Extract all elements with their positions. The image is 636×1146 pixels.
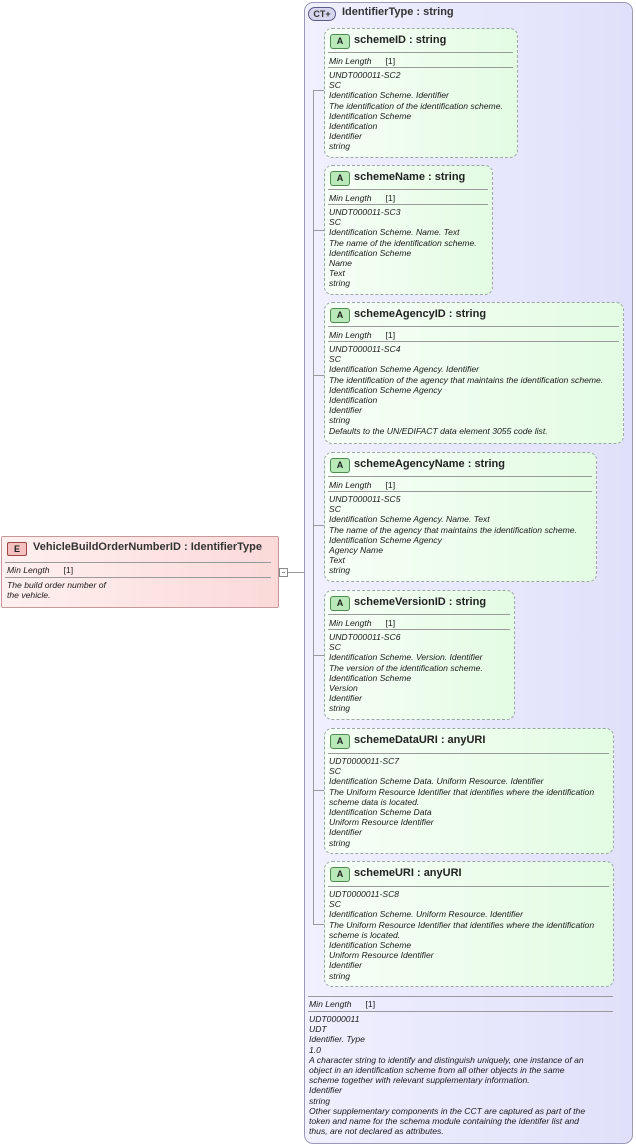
attribute-title: schemeVersionID : string — [354, 596, 487, 608]
expand-plus-icon[interactable]: + — [325, 9, 331, 19]
tree-connector-branch — [313, 90, 325, 91]
facet-cardinality: [1] — [365, 999, 376, 1009]
facet-row: Min Length [1] — [329, 480, 395, 490]
tree-connector-vertical — [313, 90, 314, 924]
attribute-documentation: UNDT000011-SC6 SC Identification Scheme.… — [329, 632, 483, 714]
facet-cardinality: [1] — [63, 565, 74, 575]
element-badge: E — [7, 542, 27, 556]
element-documentation: The build order number of the vehicle. — [7, 580, 106, 601]
attribute-box-scheme-agency-name: A schemeAgencyName : string Min Length [1… — [324, 452, 597, 582]
attribute-box-scheme-name: A schemeName : string Min Length [1] UNDT… — [324, 165, 493, 295]
facet-label: Min Length — [329, 480, 372, 490]
divider — [5, 577, 271, 578]
divider — [308, 996, 613, 997]
facet-row: Min Length [1] — [329, 618, 395, 628]
facet-cardinality: [1] — [385, 193, 396, 203]
facet-cardinality: [1] — [385, 480, 396, 490]
facet-label: Min Length — [329, 56, 372, 66]
divider — [328, 189, 488, 190]
divider — [328, 886, 609, 887]
divider — [328, 614, 510, 615]
attribute-box-scheme-data-uri: A schemeDataURI : anyURI UDT0000011-SC7 … — [324, 728, 614, 854]
divider — [328, 629, 510, 630]
complex-type-facet-row: Min Length [1] — [309, 999, 375, 1009]
facet-cardinality: [1] — [385, 56, 396, 66]
attribute-documentation: UNDT000011-SC2 SC Identification Scheme.… — [329, 70, 503, 152]
facet-row: Min Length [1] — [329, 56, 395, 66]
attribute-title: schemeAgencyID : string — [354, 308, 487, 320]
tree-connector-branch — [313, 655, 325, 656]
divider — [5, 562, 271, 563]
attribute-documentation: UNDT000011-SC4 SC Identification Scheme … — [329, 344, 604, 436]
facet-row: Min Length [1] — [329, 330, 395, 340]
complex-type-documentation: UDT0000011 UDT Identifier. Type 1.0 A ch… — [309, 1014, 586, 1137]
attribute-title: schemeDataURI : anyURI — [354, 734, 486, 746]
element-box — [1, 536, 279, 608]
complex-type-title: IdentifierType : string — [342, 6, 454, 18]
element-facet-row: Min Length [1] — [7, 565, 73, 575]
attribute-documentation: UNDT000011-SC3 SC Identification Scheme.… — [329, 207, 477, 289]
facet-label: Min Length — [329, 330, 372, 340]
facet-cardinality: [1] — [385, 618, 396, 628]
attribute-badge: A — [330, 867, 350, 882]
tree-connector-branch — [313, 790, 325, 791]
facet-label: Min Length — [7, 565, 50, 575]
attribute-title: schemeID : string — [354, 34, 447, 46]
attribute-documentation: UDT0000011-SC7 SC Identification Scheme … — [329, 756, 595, 848]
attribute-title: schemeURI : anyURI — [354, 867, 462, 879]
element-connector-line — [279, 572, 304, 573]
divider — [328, 52, 513, 53]
divider — [328, 67, 513, 68]
attribute-badge: A — [330, 596, 350, 611]
divider — [328, 753, 609, 754]
facet-label: Min Length — [329, 618, 372, 628]
attribute-documentation: UNDT000011-SC5 SC Identification Scheme … — [329, 494, 577, 576]
attribute-title: schemeName : string — [354, 171, 466, 183]
facet-row: Min Length [1] — [329, 193, 395, 203]
attribute-badge: A — [330, 458, 350, 473]
divider — [328, 491, 592, 492]
attribute-box-scheme-uri: A schemeURI : anyURI UDT0000011-SC8 SC I… — [324, 861, 614, 987]
attribute-box-scheme-version-id: A schemeVersionID : string Min Length [1]… — [324, 590, 515, 720]
attribute-box-scheme-id: A schemeID : string Min Length [1] UNDT00… — [324, 28, 518, 158]
tree-connector-branch — [313, 525, 325, 526]
attribute-title: schemeAgencyName : string — [354, 458, 505, 470]
divider — [328, 204, 488, 205]
sequence-connector-icon[interactable] — [279, 568, 288, 577]
divider — [328, 326, 619, 327]
facet-label: Min Length — [309, 999, 352, 1009]
tree-connector-branch — [313, 230, 325, 231]
attribute-badge: A — [330, 34, 350, 49]
attribute-box-scheme-agency-id: A schemeAgencyID : string Min Length[1] … — [324, 302, 624, 444]
element-title: VehicleBuildOrderNumberID : IdentifierTy… — [33, 541, 263, 553]
tree-connector-branch — [313, 924, 325, 925]
attribute-badge: A — [330, 734, 350, 749]
attribute-badge: A — [330, 171, 350, 186]
attribute-documentation: UDT0000011-SC8 SC Identification Scheme.… — [329, 889, 595, 981]
divider — [328, 341, 619, 342]
facet-label: Min Length — [329, 193, 372, 203]
complex-type-badge: CT+ — [308, 7, 336, 21]
divider — [328, 476, 592, 477]
attribute-badge: A — [330, 308, 350, 323]
facet-cardinality: [1] — [385, 330, 396, 340]
tree-connector-branch — [313, 375, 325, 376]
divider — [308, 1011, 613, 1012]
